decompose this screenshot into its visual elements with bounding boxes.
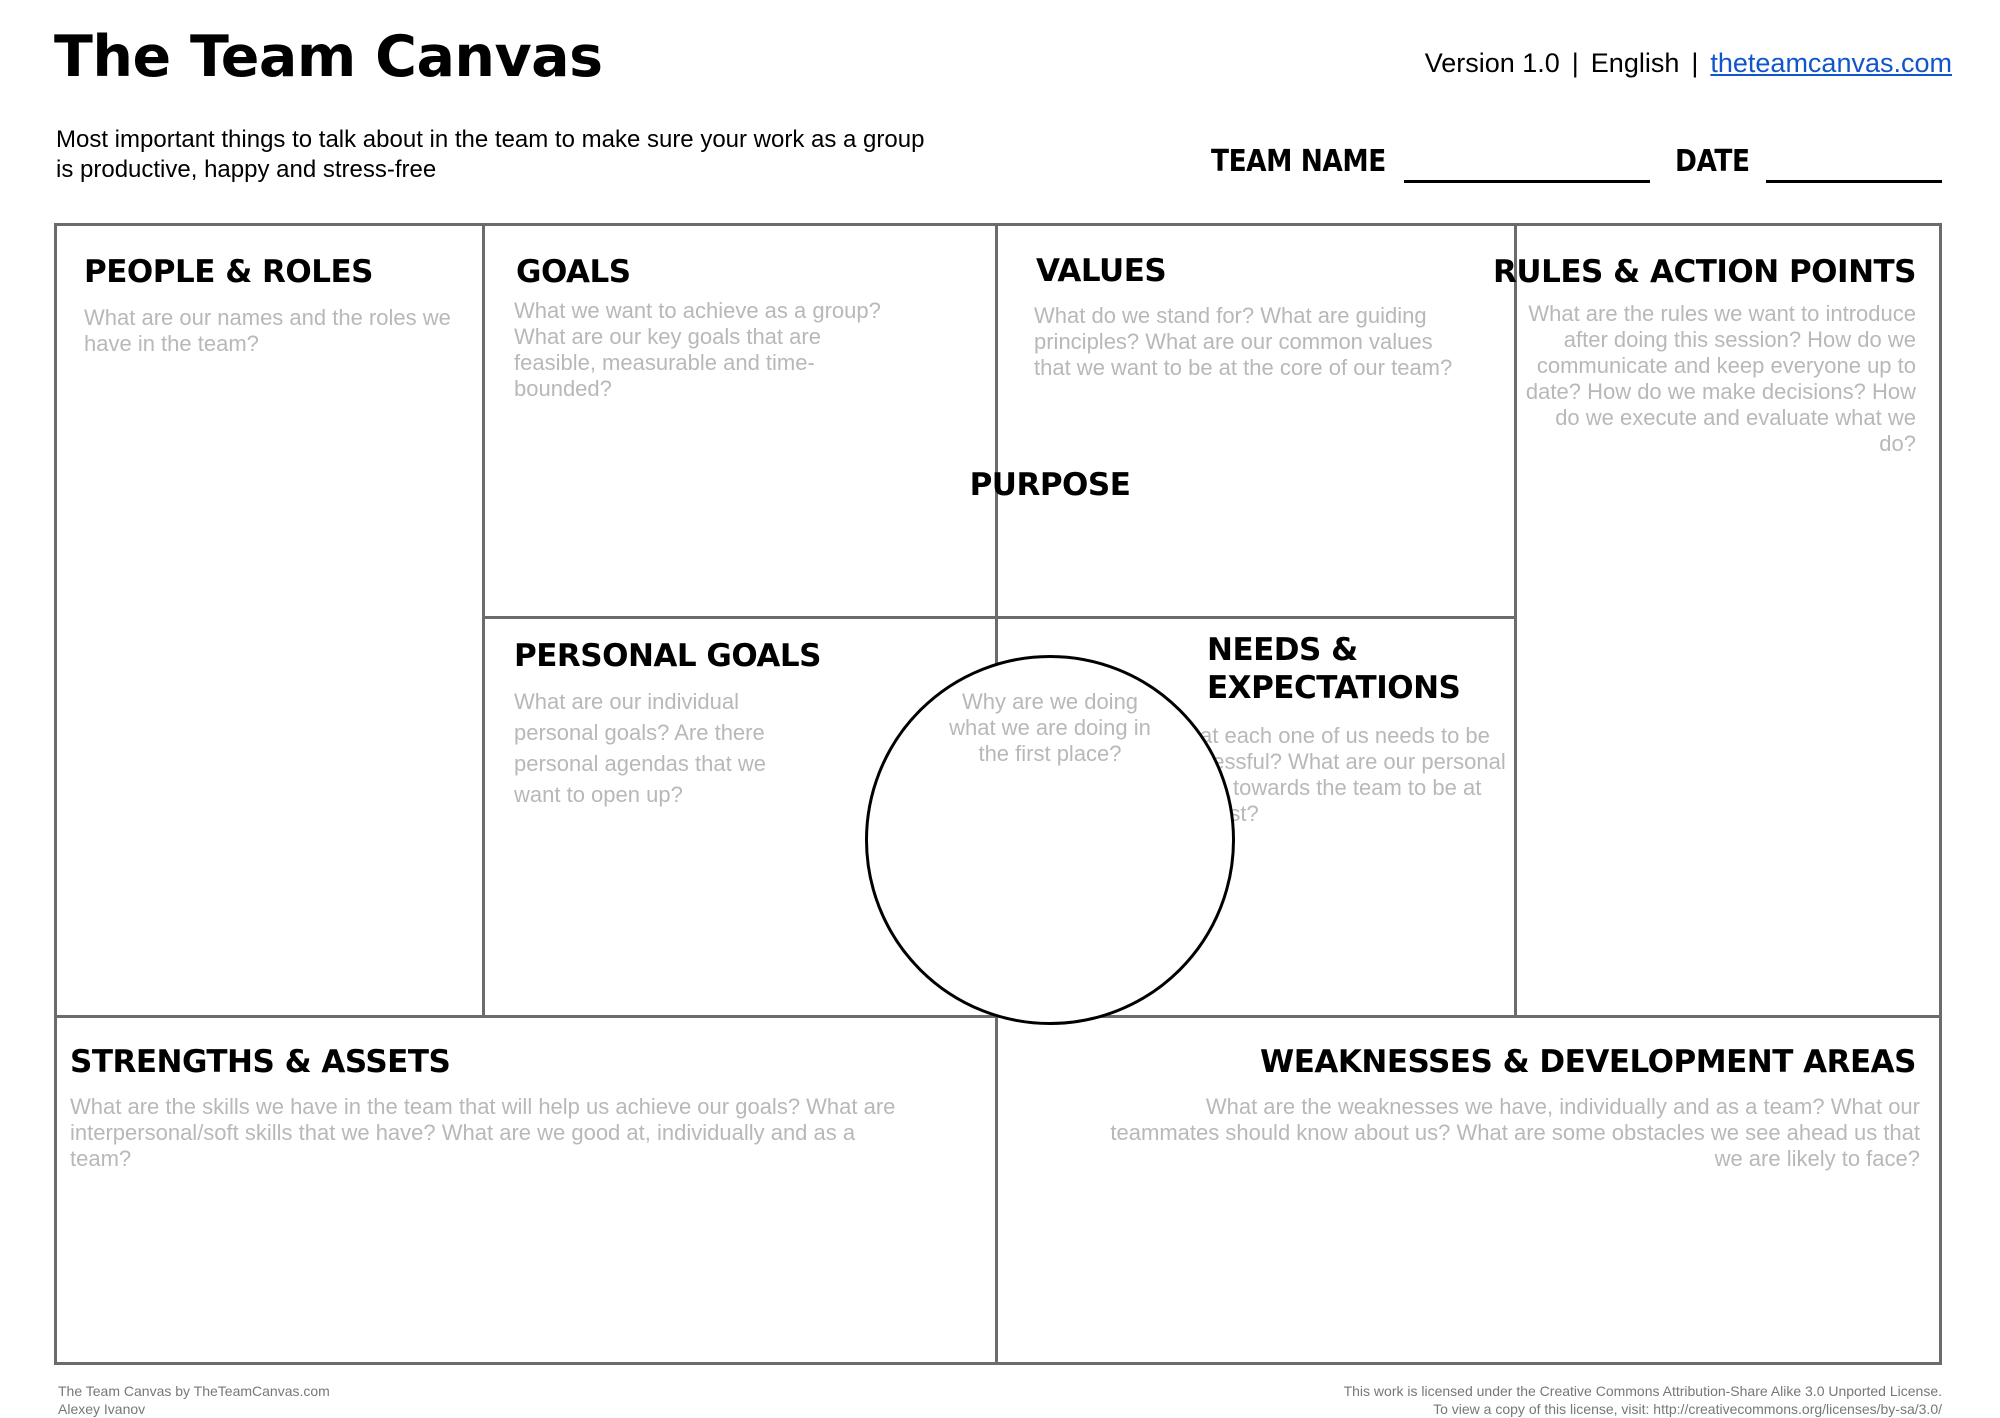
purpose-circle (865, 655, 1235, 1025)
values-prompt: What do we stand for? What are guiding p… (1034, 303, 1453, 380)
needs-heading-line1: NEEDS & (1207, 632, 1358, 668)
personal-goals-prompt: What are our individual personal goals? … (514, 689, 766, 807)
date-field[interactable] (1766, 180, 1942, 183)
date-label: DATE (1675, 144, 1750, 179)
purpose-prompt: Why are we doing what we are doing in th… (949, 689, 1151, 766)
values-heading: VALUES (1036, 253, 1167, 289)
footer-license: This work is licensed under the Creative… (1344, 1382, 1942, 1418)
website-link[interactable]: theteamcanvas.com (1710, 48, 1952, 78)
people-roles-prompt: What are our names and the roles we have… (84, 305, 451, 356)
separator: | (1691, 48, 1699, 78)
page-title: The Team Canvas (54, 24, 603, 90)
needs-heading-line2: EXPECTATIONS (1207, 670, 1461, 706)
personal-goals-heading: PERSONAL GOALS (514, 638, 821, 674)
footer-license-line1: This work is licensed under the Creative… (1343, 1383, 1942, 1399)
goals-prompt: What we want to achieve as a group? What… (514, 298, 881, 401)
purpose-heading: PURPOSE (969, 467, 1131, 503)
page-subtitle: Most important things to talk about in t… (56, 126, 925, 183)
team-name-label: TEAM NAME (1211, 144, 1386, 179)
weaknesses-heading: WEAKNESSES & DEVELOPMENT AREAS (1260, 1044, 1916, 1080)
rules-heading: RULES & ACTION POINTS (1493, 254, 1916, 290)
grid-divider-v1 (482, 223, 485, 1017)
separator: | (1571, 48, 1579, 78)
team-canvas-grid: PEOPLE & ROLES What are our names and th… (54, 223, 1942, 1365)
version-label: Version 1.0 (1424, 48, 1560, 78)
grid-divider-inner-left (484, 616, 996, 619)
grid-divider-inner-right (997, 616, 1515, 619)
grid-border-right (1939, 223, 1942, 1365)
footer-license-line2[interactable]: To view a copy of this license, visit: h… (1433, 1401, 1942, 1417)
team-name-field[interactable] (1404, 180, 1650, 183)
grid-border-left (54, 223, 57, 1365)
weaknesses-prompt: What are the weaknesses we have, individ… (1110, 1094, 1920, 1171)
header-meta: Version 1.0 | English | theteamcanvas.com (1425, 45, 1952, 81)
goals-heading: GOALS (516, 254, 631, 290)
rules-prompt: What are the rules we want to introduce … (1525, 301, 1916, 456)
strengths-heading: STRENGTHS & ASSETS (70, 1044, 451, 1080)
people-roles-heading: PEOPLE & ROLES (84, 254, 374, 290)
footer-credit: The Team Canvas by TheTeamCanvas.com Ale… (58, 1382, 330, 1418)
grid-divider-v3 (1514, 223, 1517, 1017)
footer-credit-line2: Alexey Ivanov (58, 1401, 146, 1417)
grid-border-bottom (54, 1362, 1942, 1365)
grid-border-top (54, 223, 1942, 226)
strengths-prompt: What are the skills we have in the team … (70, 1094, 896, 1171)
language-selector[interactable]: English (1590, 48, 1680, 78)
footer-credit-line1: The Team Canvas by TheTeamCanvas.com (58, 1383, 330, 1399)
